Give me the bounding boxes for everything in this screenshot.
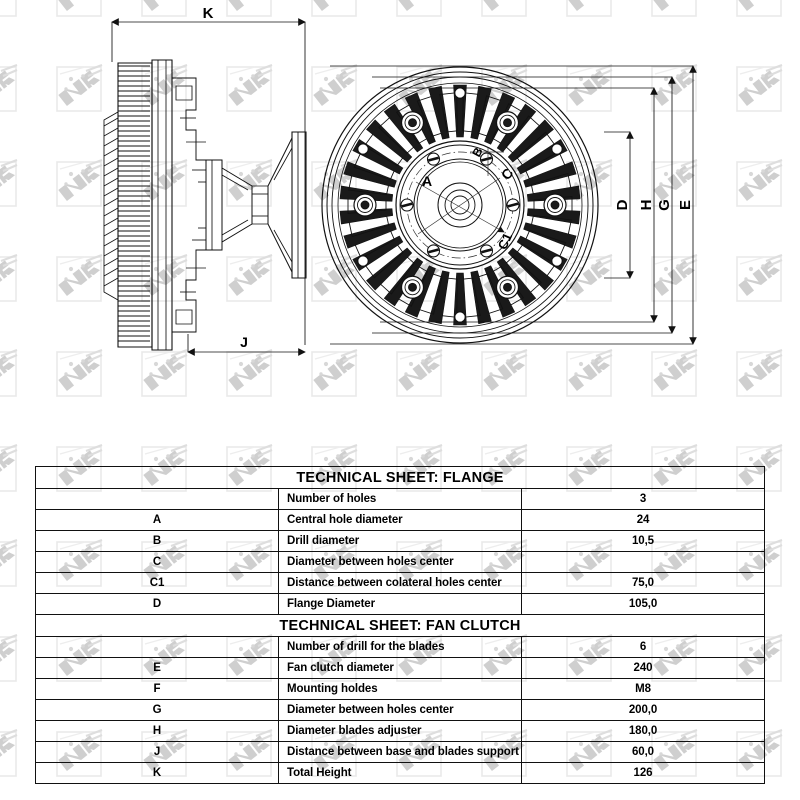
row-value: 105,0 [521,593,765,615]
row-description: Flange Diameter [278,593,522,615]
row-value [521,551,765,573]
row-description: Diameter blades adjuster [278,720,522,742]
row-value: 3 [521,488,765,510]
row-description: Fan clutch diameter [278,657,522,679]
dimension-label-G: G [656,199,673,211]
table-section-header: TECHNICAL SHEET: FAN CLUTCH [35,614,765,637]
row-description: Number of holes [278,488,522,510]
hub-label-C: C [498,165,517,183]
row-code [35,636,279,658]
section-title: TECHNICAL SHEET: FLANGE [35,466,765,489]
row-description: Diameter between holes center [278,699,522,721]
row-value: 180,0 [521,720,765,742]
row-value: 24 [521,509,765,531]
row-description: Distance between colateral holes center [278,572,522,594]
row-description: Number of drill for the blades [278,636,522,658]
row-description: Central hole diameter [278,509,522,531]
dimension-G [372,76,676,334]
row-code: F [35,678,279,700]
row-code: G [35,699,279,721]
row-description: Mounting holdes [278,678,522,700]
row-code: B [35,530,279,552]
section-title: TECHNICAL SHEET: FAN CLUTCH [35,614,765,637]
row-code: A [35,509,279,531]
row-code: K [35,762,279,784]
dimension-D [604,131,634,279]
side-section-view [103,59,307,351]
table-section-header: TECHNICAL SHEET: FLANGE [35,466,765,489]
row-value: 240 [521,657,765,679]
row-value: M8 [521,678,765,700]
dimension-label-D: D [614,199,631,210]
hub-label-C1: C1 [495,231,515,252]
row-description: Total Height [278,762,522,784]
row-code: C1 [35,572,279,594]
row-description: Distance between base and blades support [278,741,522,763]
dimension-label-H: H [638,200,655,211]
row-value: 200,0 [521,699,765,721]
row-description: Diameter between holes center [278,551,522,573]
dimension-label-J: J [240,334,248,350]
front-view [321,66,599,344]
dimension-E [330,65,697,345]
row-value: 6 [521,636,765,658]
row-value: 126 [521,762,765,784]
row-code [35,488,279,510]
row-value: 10,5 [521,530,765,552]
row-code: C [35,551,279,573]
hub-label-A: A [422,173,432,189]
row-value: 75,0 [521,572,765,594]
dimension-label-E: E [677,200,694,210]
row-description: Drill diameter [278,530,522,552]
hub-label-B: B [469,145,486,160]
row-code: D [35,593,279,615]
dimension-J [187,334,306,356]
dimension-K [111,18,306,345]
dimension-label-K: K [203,5,214,22]
dimension-H [380,87,658,323]
row-code: H [35,720,279,742]
row-code: J [35,741,279,763]
row-code: E [35,657,279,679]
row-value: 60,0 [521,741,765,763]
